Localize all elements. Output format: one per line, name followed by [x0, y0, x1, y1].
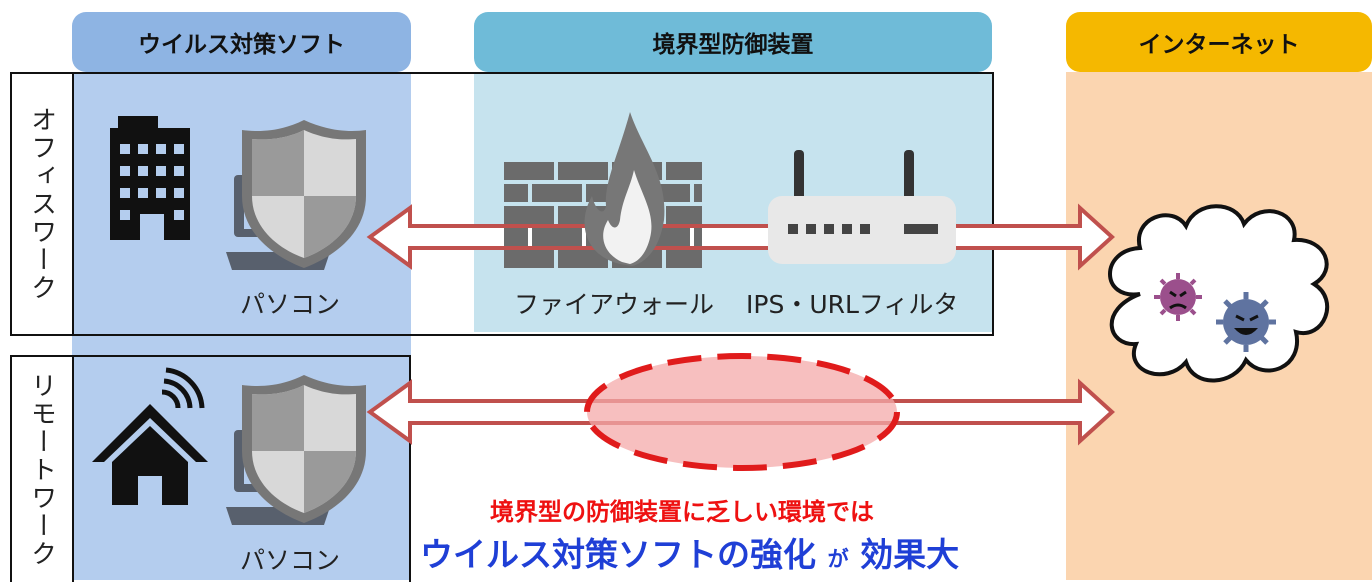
- antivirus-column-header: ウイルス対策ソフト: [72, 12, 411, 72]
- virus-blue-icon: [1216, 292, 1276, 352]
- firewall-label: ファイアウォール: [514, 290, 715, 319]
- remote-row-label: リモートワーク: [10, 355, 74, 582]
- pc-remote-label: パソコン: [240, 546, 341, 575]
- message-line2: ウイルス対策ソフトの強化 が 効果大: [420, 528, 959, 576]
- perimeter-column-header: 境界型防御装置: [474, 12, 992, 72]
- message-line1: 境界型の防御装置に乏しい環境では: [490, 498, 874, 526]
- virus-purple-icon: [1154, 273, 1202, 321]
- laptop-shield-icon-remote: [226, 375, 366, 525]
- house-wifi-icon: [92, 367, 208, 505]
- pc-office-label: パソコン: [240, 290, 341, 319]
- router-icon: [768, 150, 956, 264]
- office-double-arrow: [366, 203, 1115, 271]
- ips-url-filter-label: IPS・URLフィルタ: [746, 290, 959, 319]
- laptop-shield-icon-office: [226, 120, 366, 270]
- message-line2-main: ウイルス対策ソフトの強化: [420, 535, 816, 574]
- virus-cloud-icon: [1108, 204, 1330, 383]
- weak-perimeter-ellipse: [584, 353, 900, 471]
- message-line2-particle: が: [827, 547, 849, 571]
- remote-row-label-text: リモートワーク: [26, 371, 57, 568]
- internet-column-header: インターネット: [1066, 12, 1372, 72]
- office-row-label: オフィスワーク: [10, 72, 74, 336]
- building-icon: [110, 116, 190, 240]
- firewall-icon: [504, 112, 702, 268]
- office-row-label-text: オフィスワーク: [26, 106, 57, 302]
- message-line2-end: 効果大: [860, 535, 960, 574]
